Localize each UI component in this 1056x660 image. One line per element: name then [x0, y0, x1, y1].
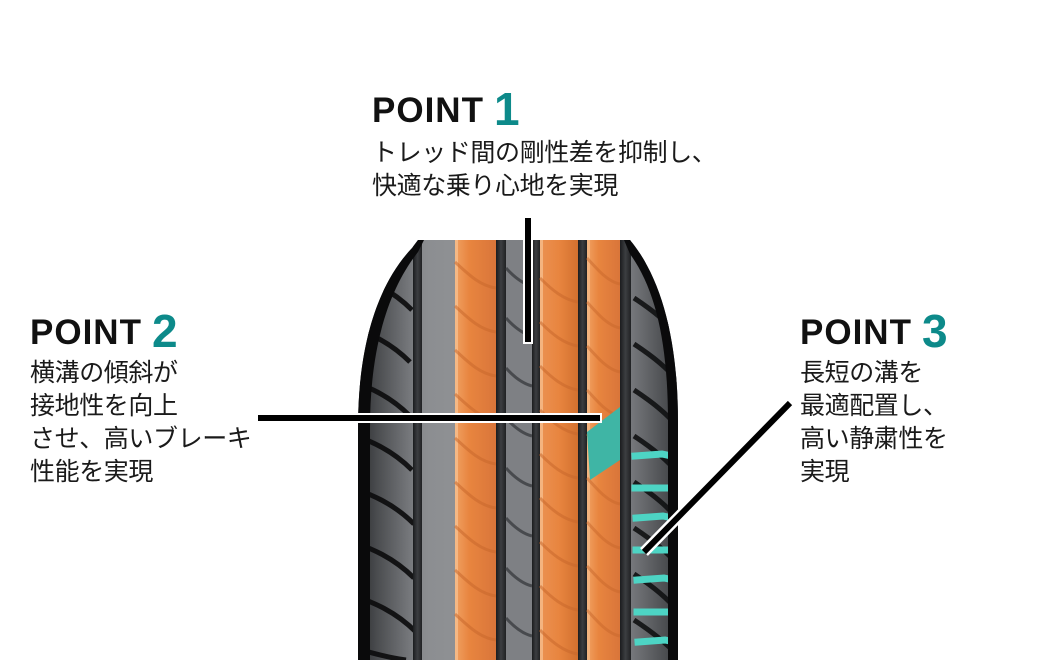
point-2-number: 2	[151, 305, 178, 357]
groove-right-outer	[620, 240, 631, 660]
callout-point-3: POINT 3 長短の溝を 最適配置し、 高い静粛性を 実現	[800, 308, 948, 489]
leader-line-point-1	[525, 218, 531, 342]
point-2-body: 横溝の傾斜が 接地性を向上 させ、高いブレーキ 性能を実現	[30, 359, 252, 486]
rib-orange-3	[585, 240, 621, 660]
tire-tread-svg	[358, 240, 678, 660]
center-tread	[453, 240, 621, 660]
tire-outer-edge	[358, 240, 678, 660]
groove-left-outer	[413, 240, 422, 660]
point-3-label: POINT	[800, 313, 912, 352]
groove-center-right	[578, 240, 587, 660]
teal-accent-patch	[587, 407, 620, 480]
teal-shoulder-grooves	[631, 450, 678, 653]
rib-orange-2	[538, 240, 579, 660]
callout-point-1: POINT 1 トレッド間の剛性差を抑制し、 快適な乗り心地を実現	[372, 83, 717, 203]
point-3-heading: POINT 3	[800, 305, 948, 357]
groove-center-mid	[532, 240, 540, 660]
groove-center-left	[496, 240, 506, 660]
point-3-body: 長短の溝を 最適配置し、 高い静粛性を 実現	[800, 359, 948, 486]
callout-point-2: POINT 2 横溝の傾斜が 接地性を向上 させ、高いブレーキ 性能を実現	[30, 305, 252, 489]
point-1-heading: POINT 1	[372, 83, 716, 135]
point-1-body: トレッド間の剛性差を抑制し、 快適な乗り心地を実現	[372, 139, 717, 200]
point-2-heading: POINT 2	[30, 305, 251, 357]
point-1-number: 1	[493, 83, 520, 135]
leader-line-point-3	[640, 399, 794, 556]
tire-illustration	[300, 232, 730, 660]
leader-line-point-2	[258, 415, 600, 421]
point-2-label: POINT	[30, 313, 142, 352]
tire-body	[358, 240, 678, 660]
point-1-label: POINT	[372, 91, 484, 130]
rib-orange-1	[453, 240, 497, 660]
point-3-number: 3	[921, 305, 948, 357]
